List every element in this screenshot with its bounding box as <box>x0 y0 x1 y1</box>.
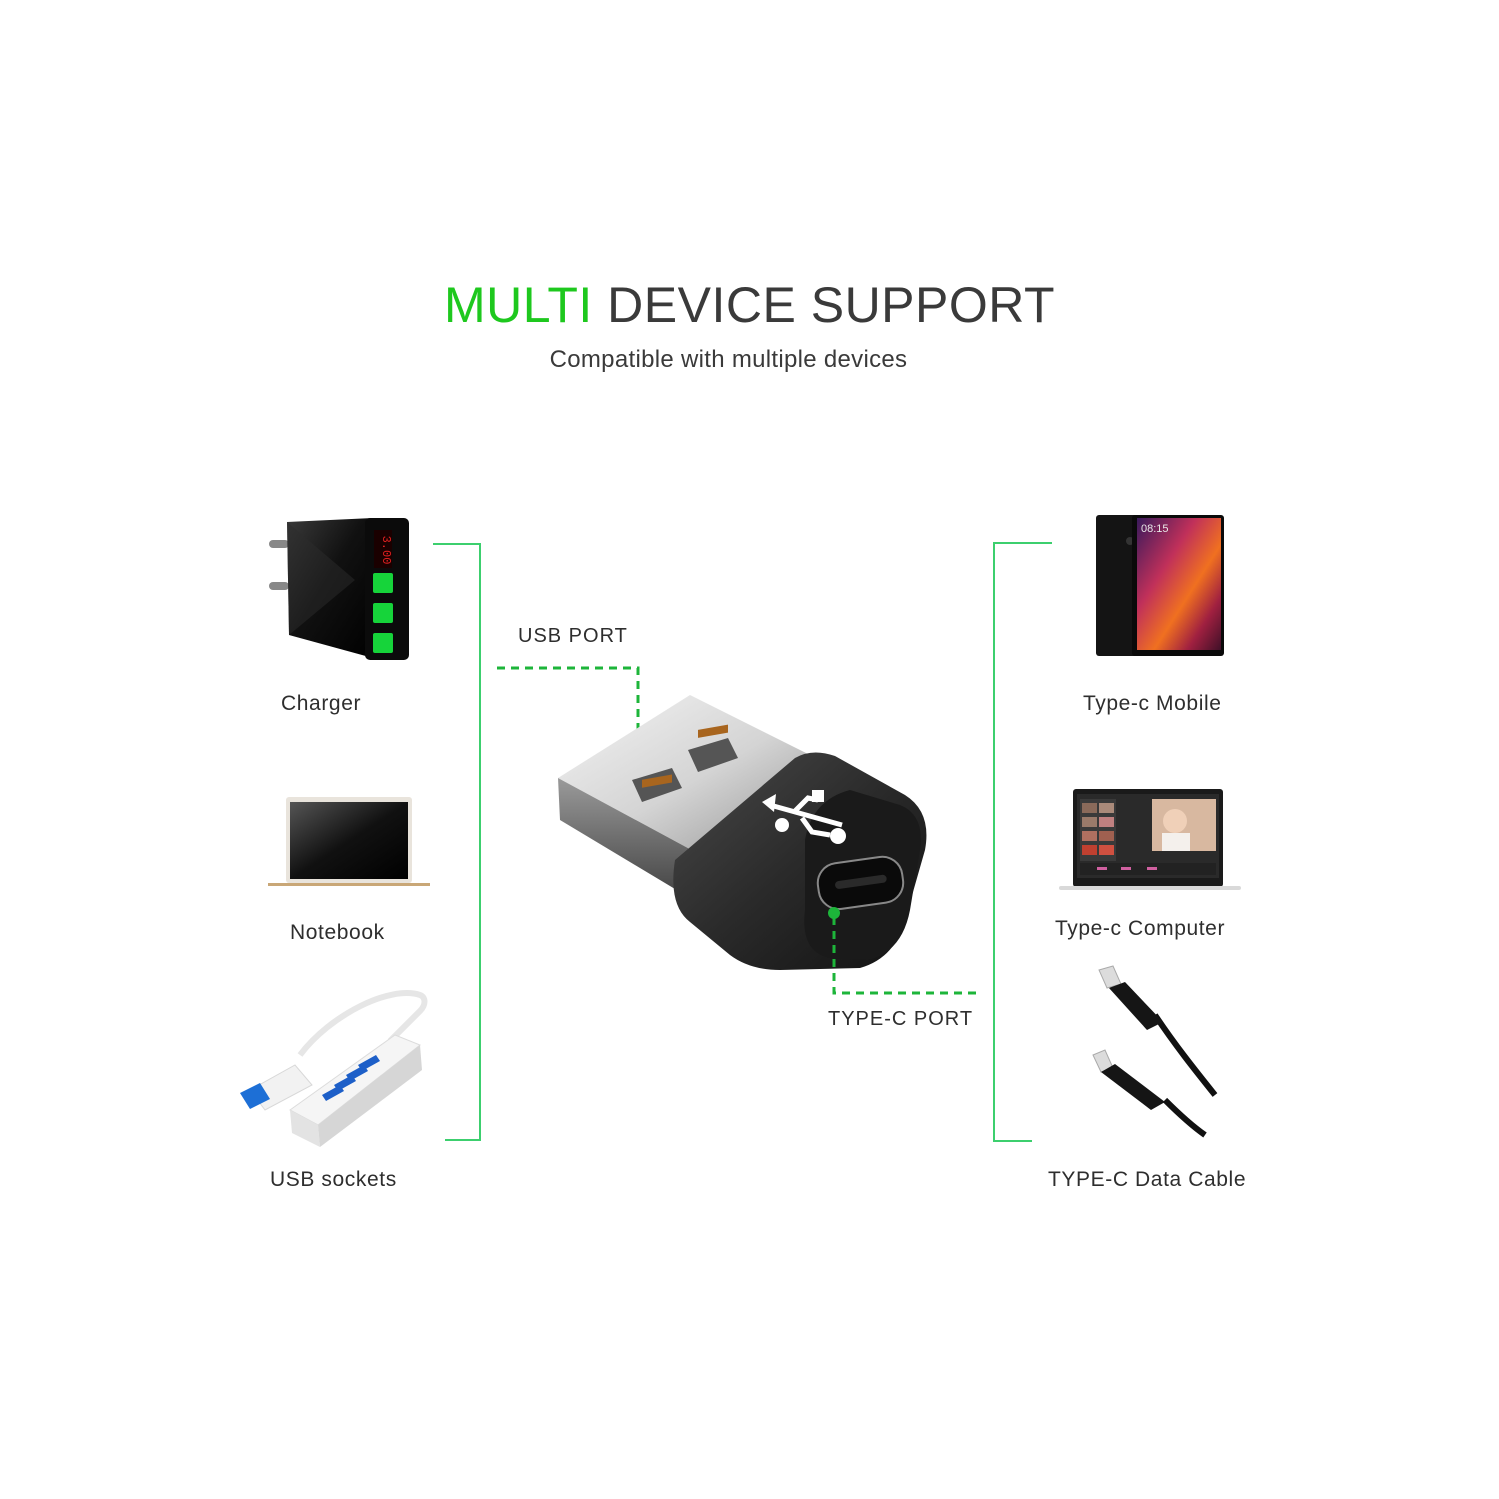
title-rest: DEVICE SUPPORT <box>607 277 1056 333</box>
usb-port-label: USB PORT <box>518 625 628 647</box>
svg-text:3.00: 3.00 <box>379 536 393 565</box>
usb-hub-icon <box>240 990 428 1147</box>
type-c-mobile-item: 08:15 <box>1096 515 1224 657</box>
device-label-type-c-data-cable: TYPE-C Data Cable <box>1048 1168 1247 1191</box>
wall-charger-icon: 3.00 <box>269 518 409 660</box>
svg-text:08:15: 08:15 <box>1141 523 1169 535</box>
typec-port-callout-line <box>828 907 976 995</box>
smartphone-icon: 08:15 <box>1096 515 1224 656</box>
laptop-icon <box>268 797 430 886</box>
device-label-charger: Charger <box>281 692 362 715</box>
type-c-data-cable-item <box>1085 960 1235 1140</box>
type-c-computer-item <box>1057 787 1243 893</box>
device-label-type-c-computer: Type-c Computer <box>1055 917 1226 940</box>
adapter-product-image <box>550 690 940 980</box>
page-subtitle: Compatible with multiple devices <box>549 346 908 373</box>
typec-cable-icon <box>1092 965 1218 1138</box>
charger-item: 3.00 <box>255 510 415 665</box>
device-label-notebook: Notebook <box>290 921 385 944</box>
device-label-usb-sockets: USB sockets <box>270 1168 397 1191</box>
usb-trident-icon <box>762 790 846 844</box>
laptop-computer-icon <box>1059 789 1241 890</box>
usb-hub-item <box>240 975 430 1150</box>
title-accent: MULTI <box>443 277 593 333</box>
typec-port-label: TYPE-C PORT <box>828 1008 974 1030</box>
notebook-item <box>266 795 432 890</box>
device-label-type-c-mobile: Type-c Mobile <box>1083 692 1222 715</box>
page-title: MULTI DEVICE SUPPORT <box>0 276 1499 334</box>
